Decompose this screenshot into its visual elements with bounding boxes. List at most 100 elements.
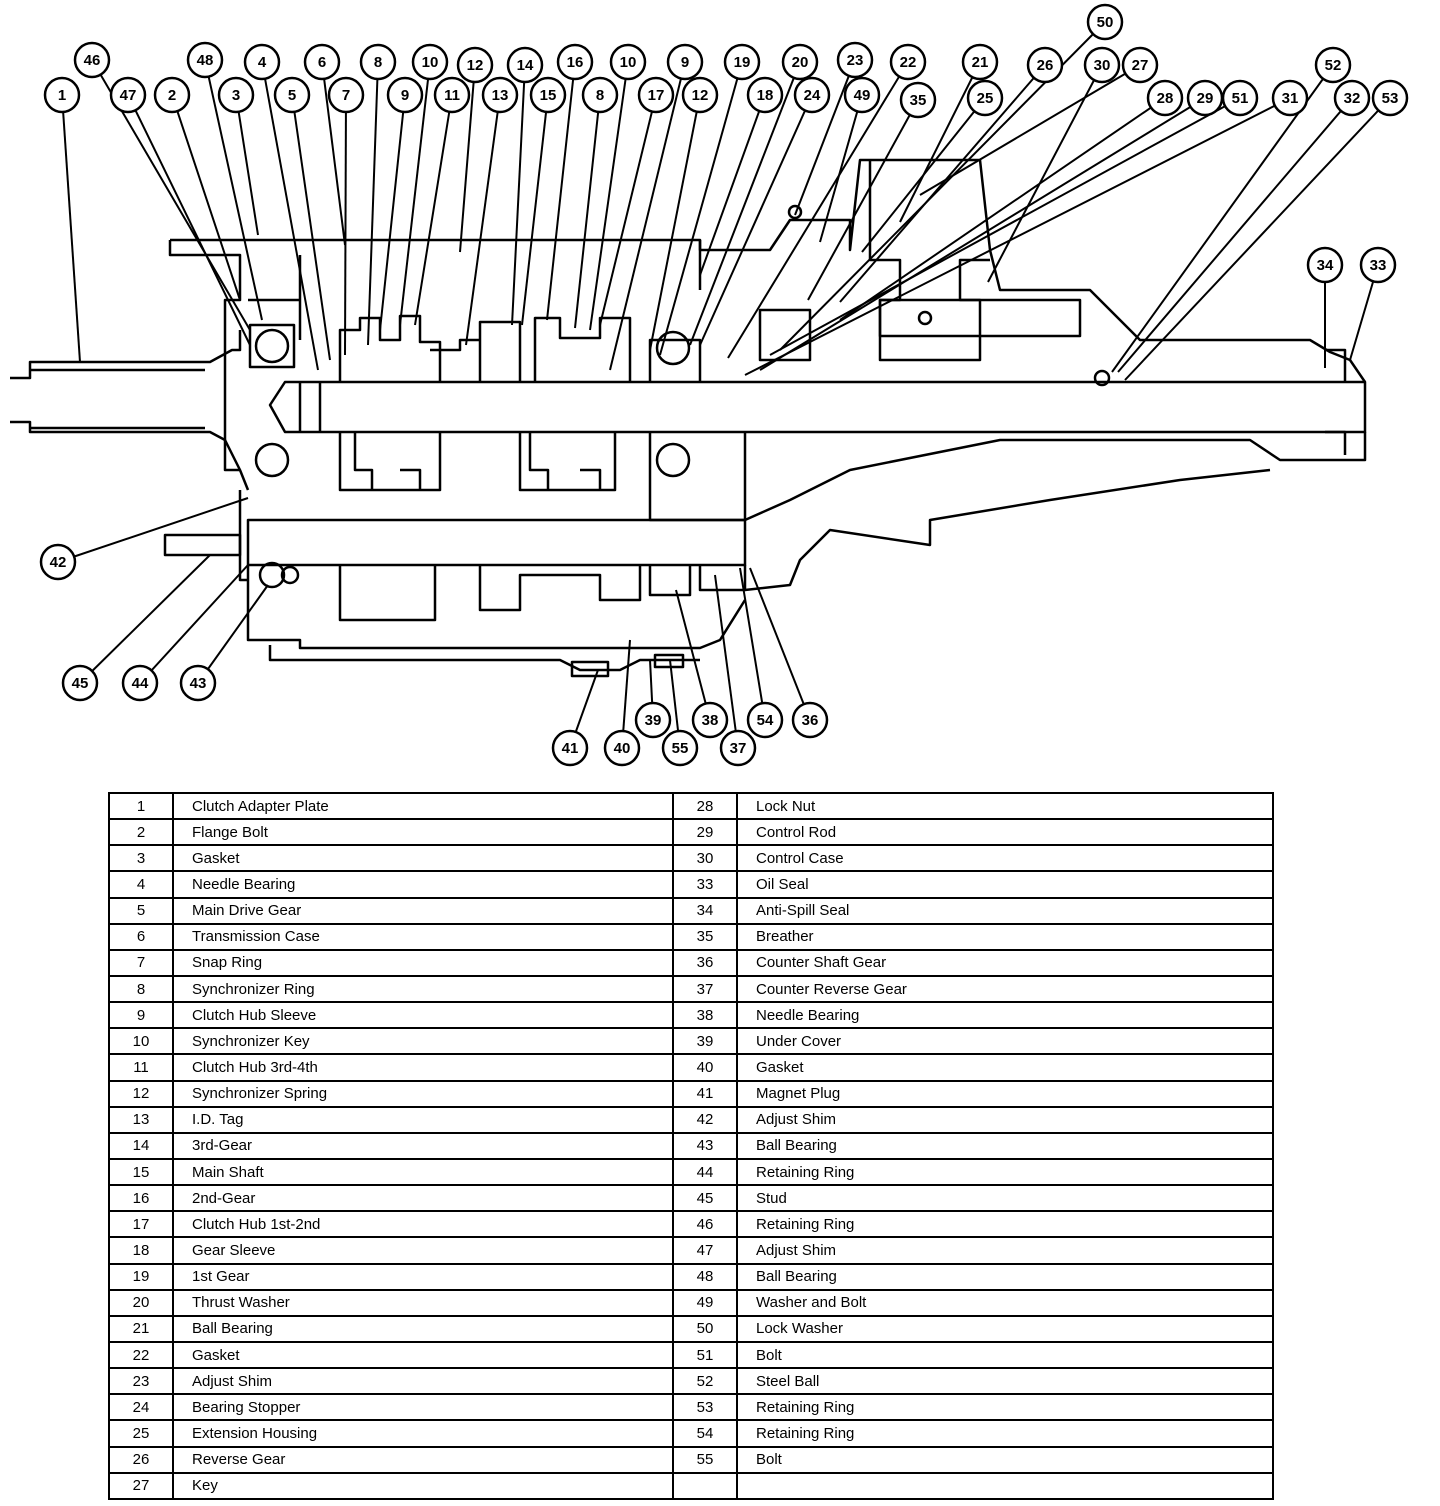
control-rod xyxy=(878,298,1082,338)
part-name: Adjust Shim xyxy=(736,1105,1274,1134)
callout-number: 30 xyxy=(1094,57,1111,74)
front-bearing-ball-lower xyxy=(254,442,290,478)
callout-leader-19 xyxy=(659,61,743,356)
transmission-drawing xyxy=(10,158,1367,678)
callout-circle xyxy=(217,76,255,114)
gear-cluster-upper xyxy=(338,314,702,382)
callout-number: 16 xyxy=(567,54,584,71)
part-number: 12 xyxy=(108,1079,174,1108)
callout-leader-30 xyxy=(987,64,1103,283)
part-number: 27 xyxy=(108,1471,174,1501)
part-number: 51 xyxy=(672,1340,738,1370)
part-number: 24 xyxy=(108,1393,174,1422)
part-name: Ball Bearing xyxy=(172,1314,674,1343)
callout-3: 3 xyxy=(217,76,255,114)
callout-number: 37 xyxy=(730,740,747,757)
part-name: Anti-Spill Seal xyxy=(736,896,1274,925)
part-name: Control Case xyxy=(736,844,1274,873)
part-number: 9 xyxy=(108,1001,174,1030)
part-name: Clutch Hub 1st-2nd xyxy=(172,1210,674,1239)
callout-leader-4 xyxy=(261,61,319,371)
callout-54: 54 xyxy=(746,701,784,739)
part-name: 1st Gear xyxy=(172,1262,674,1291)
callout-leader-54 xyxy=(739,567,766,721)
callout-number: 53 xyxy=(1382,90,1399,107)
part-number: 34 xyxy=(672,896,738,925)
callout-8: 8 xyxy=(581,76,619,114)
part-name: Bolt xyxy=(736,1340,1274,1370)
part-name: Ball Bearing xyxy=(736,1262,1274,1291)
callout-number: 55 xyxy=(672,740,689,757)
part-number: 26 xyxy=(108,1445,174,1474)
callout-leader-47 xyxy=(127,94,251,346)
callout-leader-42 xyxy=(57,497,249,563)
part-number: 49 xyxy=(672,1288,738,1317)
callout-circle xyxy=(153,76,191,114)
callout-number: 54 xyxy=(757,712,774,729)
callout-circle xyxy=(39,543,77,581)
part-number: 38 xyxy=(672,1001,738,1030)
part-name: Gasket xyxy=(172,1340,674,1370)
callout-circle xyxy=(1306,246,1344,284)
part-name: Synchronizer Ring xyxy=(172,974,674,1004)
callout-30: 30 xyxy=(1083,46,1121,84)
part-name: Transmission Case xyxy=(172,922,674,951)
callout-circle xyxy=(529,76,567,114)
part-name: I.D. Tag xyxy=(172,1105,674,1134)
control-case-outline xyxy=(868,160,990,362)
part-number: 5 xyxy=(108,896,174,925)
part-number: 30 xyxy=(672,844,738,873)
callout-32: 32 xyxy=(1333,79,1371,117)
callout-circle xyxy=(791,701,829,739)
callout-leader-10 xyxy=(399,61,431,326)
adjust-shim-front xyxy=(238,490,248,582)
part-name: Key xyxy=(172,1471,674,1501)
callout-circle xyxy=(551,729,589,767)
front-bearing-race xyxy=(248,323,296,369)
callout-20: 20 xyxy=(781,43,819,81)
callout-leader-48 xyxy=(204,59,263,321)
callout-circle xyxy=(411,43,449,81)
part-name: Retaining Ring xyxy=(736,1157,1274,1187)
callout-circle xyxy=(433,76,471,114)
part-number: 53 xyxy=(672,1393,738,1422)
callout-circle xyxy=(506,46,544,84)
part-number: 18 xyxy=(108,1236,174,1265)
part-number: 46 xyxy=(672,1210,738,1239)
callout-52: 52 xyxy=(1314,46,1352,84)
callout-42: 42 xyxy=(39,543,77,581)
under-cover-outline xyxy=(268,645,700,672)
callout-circle xyxy=(836,41,874,79)
callout-leader-53 xyxy=(1124,97,1391,381)
part-number: 4 xyxy=(108,870,174,899)
callout-circle xyxy=(1333,79,1371,117)
part-number: 44 xyxy=(672,1157,738,1187)
callout-number: 48 xyxy=(197,52,214,69)
callout-51: 51 xyxy=(1221,79,1259,117)
part-number: 40 xyxy=(672,1053,738,1082)
callout-leader-26 xyxy=(839,64,1046,303)
part-name: Extension Housing xyxy=(172,1419,674,1448)
counter-bearing-ball-upper xyxy=(258,561,286,589)
part-number: 37 xyxy=(672,974,738,1004)
part-name: Gear Sleeve xyxy=(172,1236,674,1265)
callout-27: 27 xyxy=(1121,46,1159,84)
part-number: 55 xyxy=(672,1445,738,1474)
callout-number: 43 xyxy=(190,675,207,692)
transmission-case-bottom-outline xyxy=(246,565,747,650)
callout-11: 11 xyxy=(433,76,471,114)
callout-leader-16 xyxy=(546,61,576,321)
part-number: 22 xyxy=(108,1340,174,1370)
callout-number: 13 xyxy=(492,87,509,104)
callout-number: 14 xyxy=(517,57,534,74)
callout-22: 22 xyxy=(889,43,927,81)
part-number: 21 xyxy=(108,1314,174,1343)
callout-29: 29 xyxy=(1186,79,1224,117)
callout-number: 4 xyxy=(258,54,267,71)
stud-bracket xyxy=(163,533,242,557)
